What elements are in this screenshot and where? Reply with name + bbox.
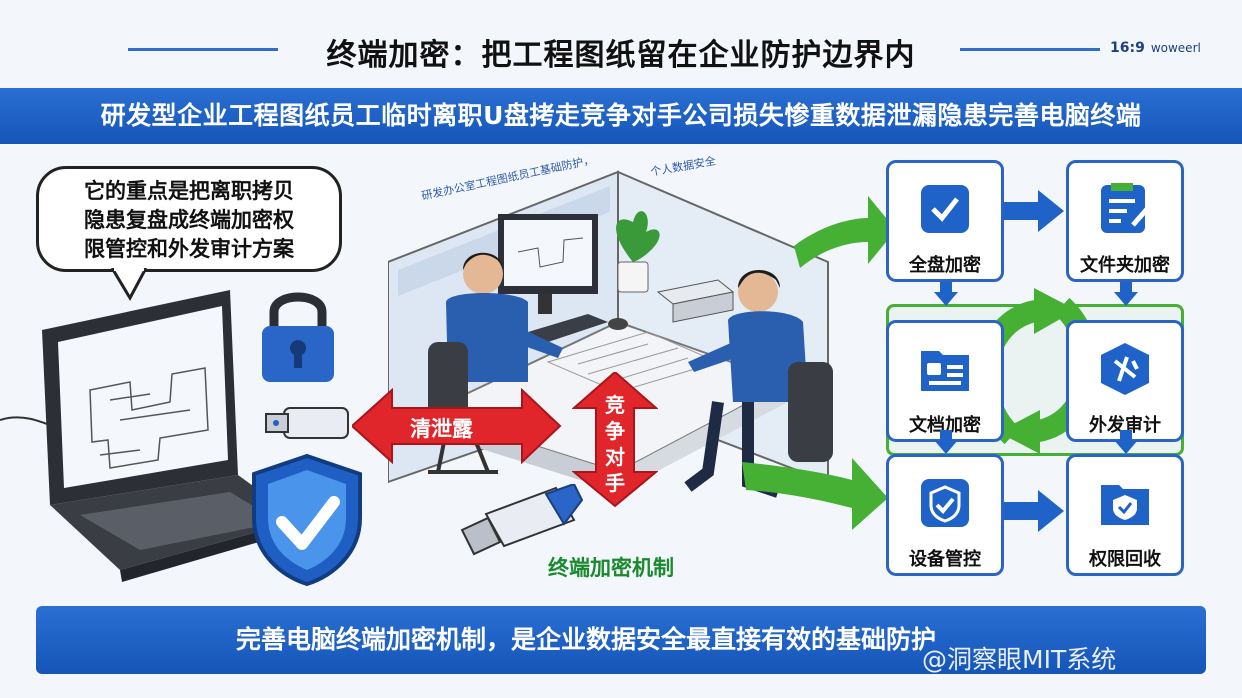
flow-arrow-down-2 [1114,282,1138,306]
check-document-icon [921,185,969,233]
aspect-ratio-label: 16:9 woweerl [1110,40,1201,56]
flow-node-permission-revoke: 权限回收 [1066,454,1184,576]
flow-node-label: 外发审计 [1089,415,1161,436]
shield-icon [252,453,362,587]
flow-node-label: 权限回收 [1089,549,1161,570]
flow-node-folder-encryption: 文件夹加密 [1066,160,1184,282]
footer-banner: 完善电脑终端加密机制，是企业数据安全最直接有效的基础防护 [36,606,1206,674]
leak-label: 清泄露 [410,417,473,441]
green-arrow-bottom [742,458,888,530]
flow-node-label: 文件夹加密 [1080,255,1170,276]
flow-node-device-control: 设备管控 [886,454,1004,576]
flow-node-label: 文档加密 [909,415,981,436]
floor-usb-icon [460,484,584,556]
speech-bubble: 它的重点是把离职拷贝 隐患复盘成终端加密权 限管控和外发审计方案 [36,166,342,272]
audit-shield-icon [1101,343,1149,395]
competitor-arrow [572,372,658,508]
ratio-value: 16:9 [1110,40,1145,56]
flow-node-full-disk-encryption: 全盘加密 [886,160,1004,282]
title-rule-left [128,48,278,51]
subtitle-banner: 研发型企业工程图纸员工临时离职U盘拷走竞争对手公司损失惨重数据泄漏隐患完善电脑终… [0,88,1242,144]
bubble-line-1: 它的重点是把离职拷贝 [84,179,294,203]
flow-arrow-down-1 [934,282,958,306]
flow-node-label: 全盘加密 [909,255,981,276]
id-card-icon [921,351,969,391]
leak-arrow [352,388,562,464]
competitor-label: 竞争对手 [605,393,625,495]
shield-check-icon [921,479,969,527]
bubble-line-3: 限管控和外发审计方案 [84,237,294,261]
flow-node-outbound-audit: 外发审计 [1066,320,1184,442]
brand-label: woweerl [1150,41,1201,55]
bubble-line-2: 隐患复盘成终端加密权 [84,208,294,232]
title-rule-right [960,48,1100,51]
edit-document-icon [1101,183,1149,233]
usb-drive-icon [265,407,349,439]
flow-arrow-right-2 [1004,490,1064,532]
flow-arrow-down-3 [934,430,958,454]
green-arrow-top [794,196,896,268]
flow-node-label: 设备管控 [909,549,981,570]
flow-node-document-encryption: 文档加密 [886,320,1004,442]
watermark: @洞察眼MIT系统 [922,645,1117,674]
padlock-icon [262,292,334,382]
bubble-tail [110,268,148,302]
flow-arrow-down-4 [1114,430,1138,454]
page-title: 终端加密：把工程图纸留在企业防护边界内 [326,38,916,73]
mechanism-label: 终端加密机制 [548,556,674,580]
folder-shield-icon [1101,485,1149,525]
flow-arrow-right-1 [1004,190,1064,232]
